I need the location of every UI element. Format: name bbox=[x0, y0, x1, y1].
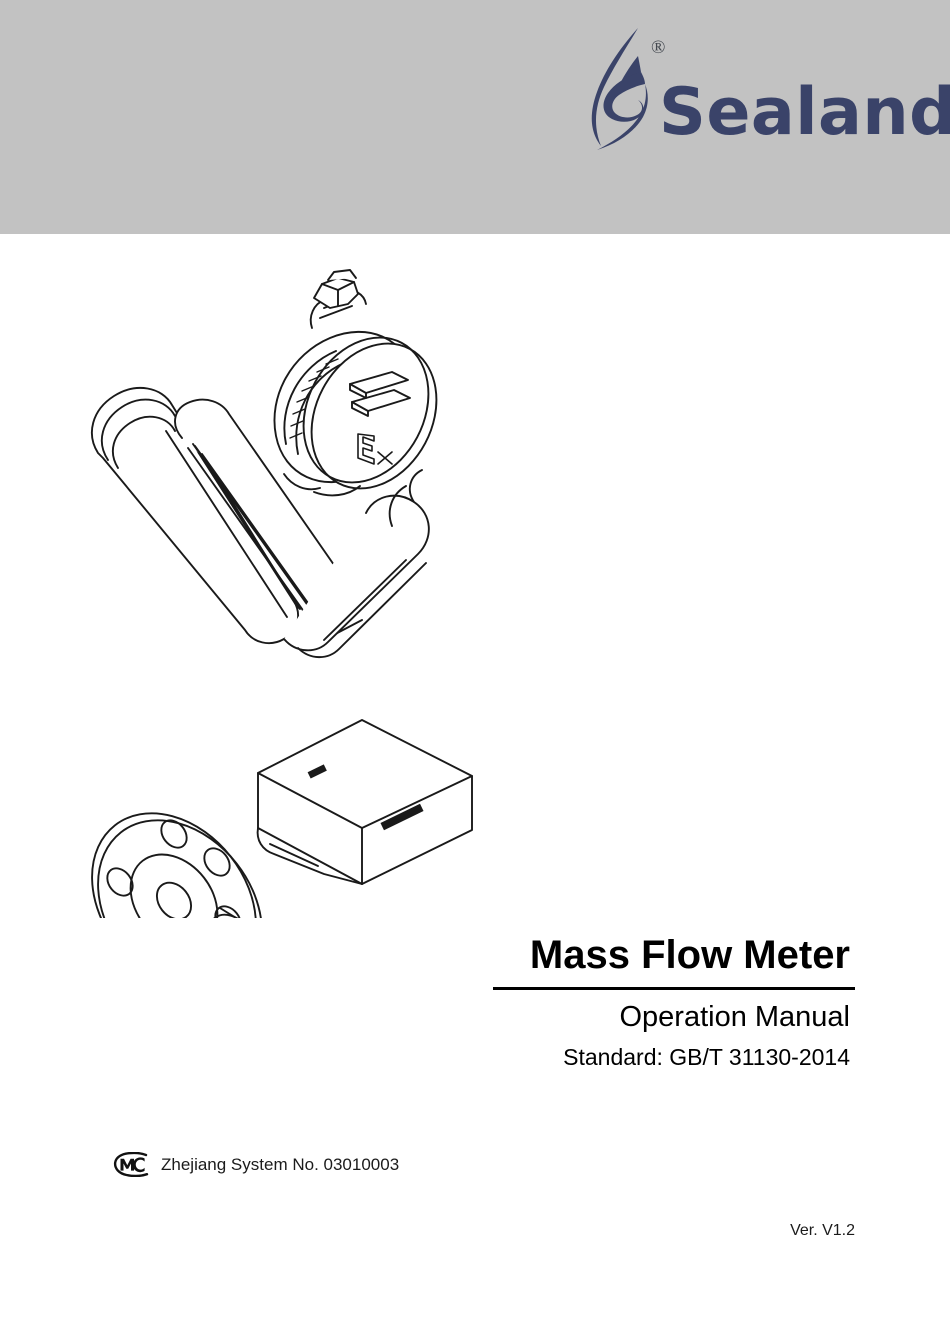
title-block: Mass Flow Meter Operation Manual Standar… bbox=[430, 932, 855, 1071]
brand-wordmark: Sealand bbox=[659, 75, 950, 150]
sealand-swoosh-logo-icon bbox=[575, 26, 667, 152]
page-title: Mass Flow Meter bbox=[529, 933, 850, 977]
mc-metrology-mark-icon bbox=[113, 1152, 149, 1177]
brand-block: ® Sealand bbox=[575, 26, 950, 166]
document-subtitle: Operation Manual bbox=[619, 1001, 850, 1033]
standard-reference: Standard: GB/T 31130-2014 bbox=[563, 1043, 850, 1070]
version-label: Ver. V1.2 bbox=[790, 1222, 855, 1239]
product-illustration bbox=[62, 268, 512, 918]
certification-text: Zhejiang System No. 03010003 bbox=[161, 1155, 400, 1174]
certification-line: Zhejiang System No. 03010003 bbox=[113, 1152, 399, 1177]
header-band: ® Sealand bbox=[0, 0, 950, 234]
title-divider bbox=[493, 987, 855, 990]
registered-trademark-icon: ® bbox=[651, 37, 666, 58]
